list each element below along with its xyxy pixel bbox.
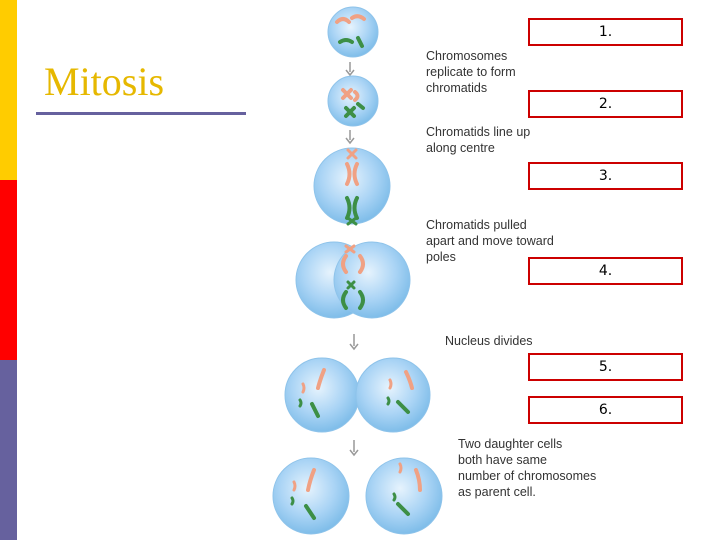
caption-daughter-cells: Two daughter cells both have same number… xyxy=(458,437,597,499)
arrow-down-icon xyxy=(349,440,359,457)
cell-stage-3 xyxy=(313,147,391,226)
title-underline xyxy=(36,112,246,115)
caption-pulled-apart: Chromatids pulled apart and move toward … xyxy=(426,218,554,264)
cell-stage-5 xyxy=(284,357,431,433)
slide-title: Mitosis xyxy=(44,59,165,104)
cell-stage-6 xyxy=(272,457,443,535)
cell-stage-4 xyxy=(295,241,411,319)
caption-replicate: Chromosomes replicate to form chromatids xyxy=(426,49,516,95)
cell-stage-1 xyxy=(327,6,379,58)
cell-stage-2 xyxy=(327,75,379,127)
arrow-down-icon xyxy=(345,62,355,77)
arrow-down-icon xyxy=(345,130,355,145)
answer-box-3[interactable]: 3. xyxy=(528,162,683,190)
caption-line-up: Chromatids line up along centre xyxy=(426,125,531,155)
answer-box-4[interactable]: 4. xyxy=(528,257,683,285)
accent-bar-purple xyxy=(0,360,17,540)
answer-box-2[interactable]: 2. xyxy=(528,90,683,118)
answer-box-5[interactable]: 5. xyxy=(528,353,683,381)
answer-box-1[interactable]: 1. xyxy=(528,18,683,46)
caption-nucleus-divides: Nucleus divides xyxy=(445,334,533,348)
arrow-down-icon xyxy=(349,334,359,351)
accent-bar-yellow xyxy=(0,0,17,180)
answer-box-6[interactable]: 6. xyxy=(528,396,683,424)
accent-bar-red xyxy=(0,180,17,360)
